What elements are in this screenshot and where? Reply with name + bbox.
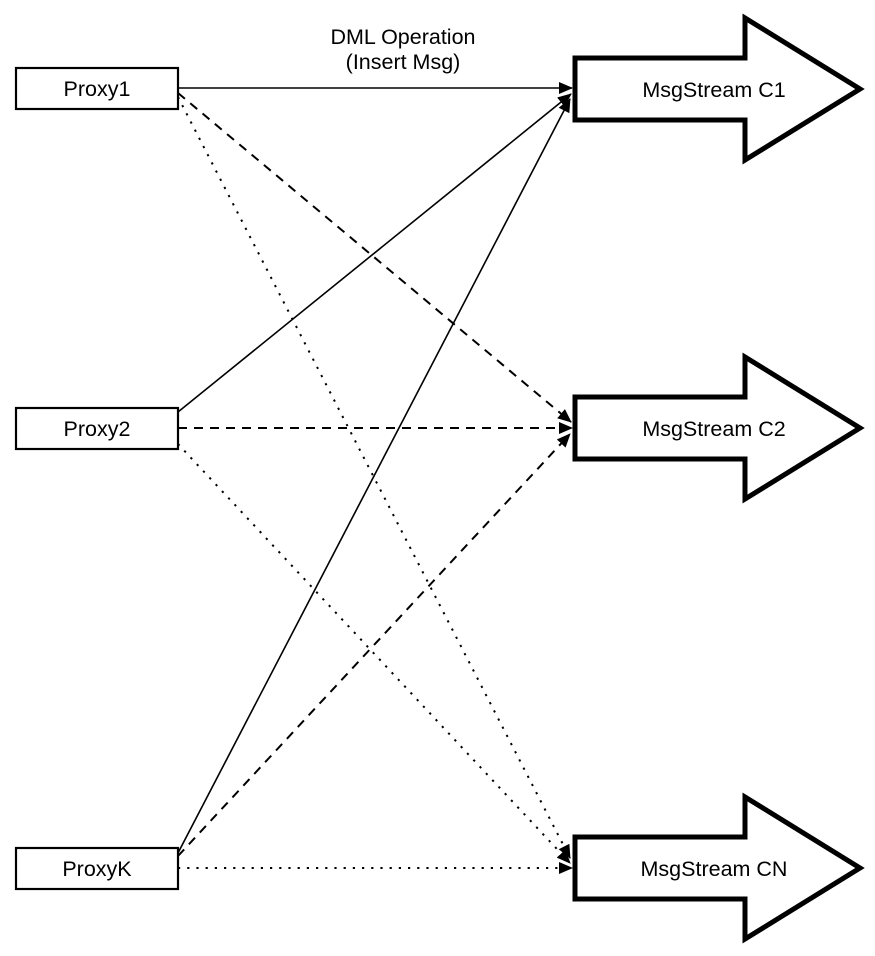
proxyk-node: ProxyK <box>14 846 180 891</box>
proxy1-box <box>14 66 180 111</box>
msgstream-cn-arrow-shape <box>572 792 865 944</box>
dml-operation-label-line1: DML Operation <box>331 25 476 49</box>
edge-proxy2-msgstream-c1 <box>177 93 572 413</box>
edge-proxy1-msgstream-c2 <box>177 92 572 423</box>
dml-operation-label-line2: (Insert Msg) <box>346 50 461 74</box>
edge-proxy2-msgstream-cn <box>177 443 571 864</box>
proxy2-box <box>14 406 180 451</box>
msgstream-c2-label: MsgStream C2 <box>642 417 785 441</box>
msgstream-cn-label: MsgStream CN <box>641 857 788 881</box>
msgstream-c1-label: MsgStream C1 <box>642 78 785 102</box>
msgstream-c1-arrow-shape <box>572 13 865 165</box>
dml-operation-annotation: DML Operation (Insert Msg) <box>331 25 476 74</box>
proxyk-box <box>14 846 180 891</box>
edge-proxyk-msgstream-c1 <box>177 98 571 854</box>
msgstream-cn-node: MsgStream CN <box>572 792 865 944</box>
msgstream-c2-node: MsgStream C2 <box>572 352 865 504</box>
proxy1-node: Proxy1 <box>14 66 180 111</box>
proxy2-label: Proxy2 <box>64 417 131 441</box>
proxy2-node: Proxy2 <box>14 406 180 451</box>
edge-proxyk-msgstream-c2 <box>177 433 571 857</box>
proxy1-label: Proxy1 <box>64 77 131 101</box>
proxyk-label: ProxyK <box>62 857 132 881</box>
msgstream-c2-arrow-shape <box>572 352 865 504</box>
msgstream-c1-node: MsgStream C1 <box>572 13 865 165</box>
